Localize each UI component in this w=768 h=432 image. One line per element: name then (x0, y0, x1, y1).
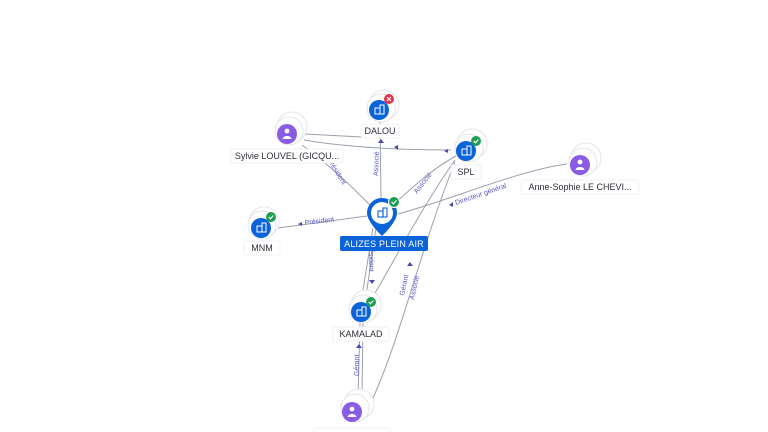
edge-label-associe-dalou: Associé (373, 139, 384, 176)
node-label: Sylvie LOUVEL (GICQU... (235, 151, 339, 161)
svg-text:Directeur général: Directeur général (454, 183, 507, 207)
svg-text:Président: Président (304, 216, 334, 227)
node-sylvie[interactable]: Sylvie LOUVEL (GICQU... (230, 111, 344, 164)
active-status-icon (388, 196, 400, 208)
edge-sylvie-dalou (303, 133, 363, 138)
edge-label-president-mnm: Président (298, 216, 335, 227)
person-icon (347, 406, 357, 417)
edge-sylvie-spl (303, 139, 452, 151)
building-icon (374, 104, 385, 115)
active-status-icon (471, 136, 481, 146)
edge-spl-kamalad (371, 159, 456, 299)
active-status-icon (266, 212, 276, 222)
edge-label-gerant-associe: Gérant Associé (399, 262, 421, 300)
node-spl[interactable]: SPL (450, 128, 488, 180)
svg-text:Associé: Associé (413, 172, 434, 196)
edge-label-gerant-bottom: Gérant (354, 344, 362, 376)
node-mnm[interactable]: MNM (243, 206, 281, 256)
person-icon (575, 159, 585, 170)
node-label: MNM (251, 243, 273, 253)
active-status-icon (366, 297, 376, 307)
node-label: DALOU (364, 126, 395, 136)
node-bottom-person[interactable] (312, 388, 392, 432)
edges (277, 121, 568, 401)
svg-text:Associé: Associé (373, 151, 381, 176)
edge-arrows (394, 145, 448, 153)
node-label: Anne-Sophie LE CHEVI... (528, 182, 631, 192)
node-dalou[interactable]: DALOU (360, 89, 400, 139)
edge-label-associe-spl: Associé (413, 172, 434, 196)
edge-annesophie-main (397, 163, 568, 215)
node-main-company[interactable]: ALIZES PLEIN AIR (340, 196, 428, 252)
edge-bottom-spl (371, 161, 456, 401)
svg-text:Gérant: Gérant (354, 355, 361, 376)
building-icon (256, 222, 267, 233)
node-kamalad[interactable]: KAMALAD (332, 289, 390, 342)
node-annesophie[interactable]: Anne-Sophie LE CHEVI... (520, 142, 640, 195)
building-icon (356, 306, 367, 317)
node-label: SPL (457, 167, 474, 177)
edge-label-president-kamalad: Président (367, 242, 375, 284)
svg-text:Président: Président (367, 242, 374, 272)
building-icon (377, 207, 388, 218)
node-label: ALIZES PLEIN AIR (344, 239, 424, 249)
edge-mnm-main (277, 215, 368, 229)
svg-text:Associé: Associé (409, 275, 421, 301)
person-icon (282, 128, 292, 139)
svg-text:Gérant: Gérant (399, 274, 410, 296)
building-icon (461, 145, 472, 156)
node-label: KAMALAD (339, 329, 383, 339)
